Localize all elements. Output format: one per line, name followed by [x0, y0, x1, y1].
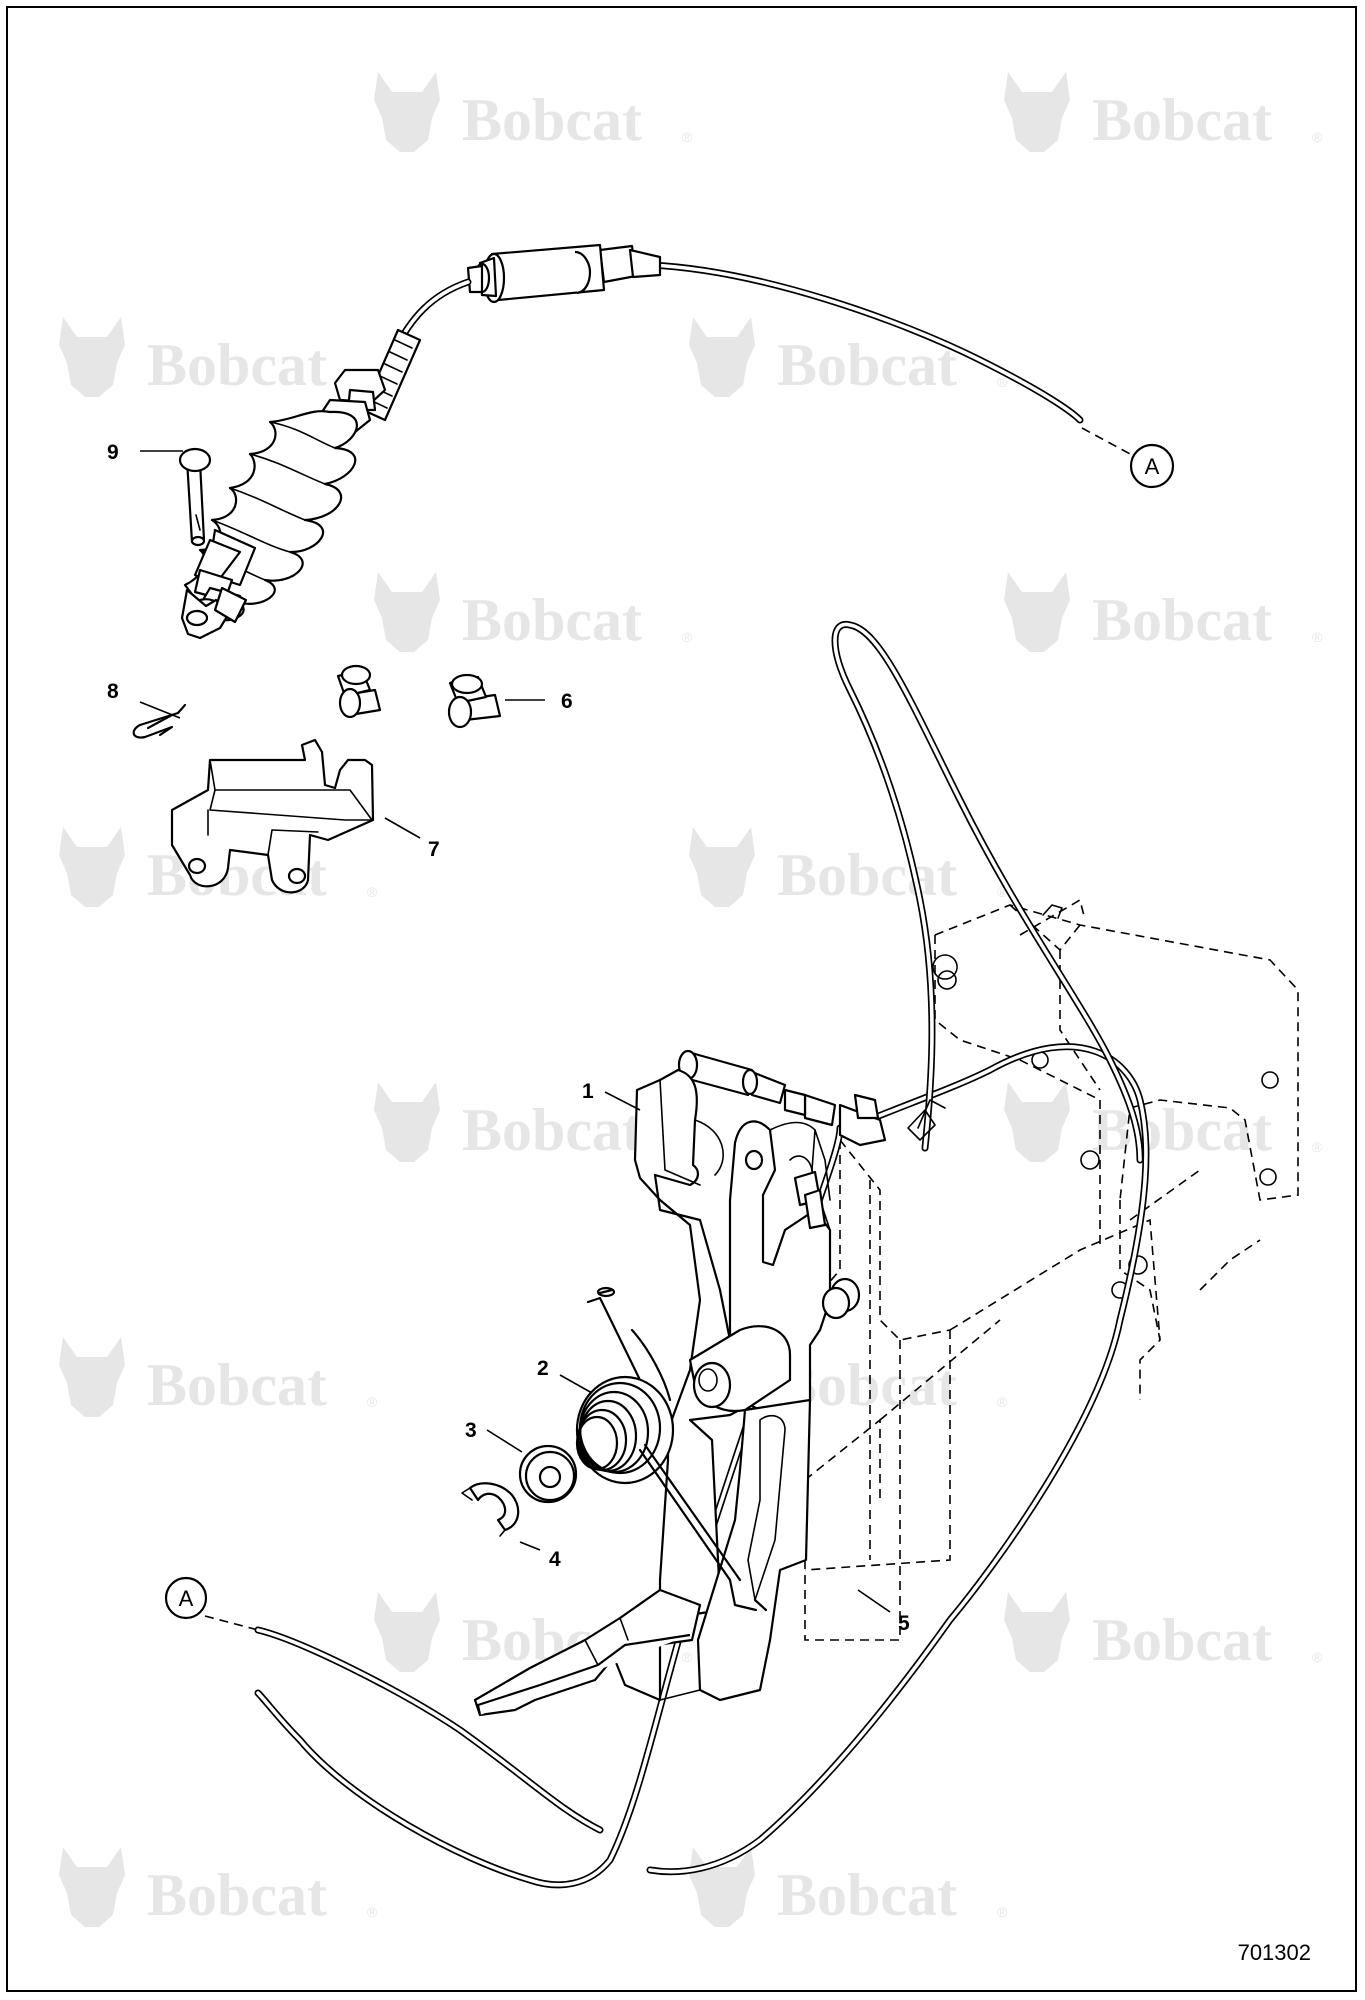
diagram-frame	[6, 6, 1357, 1992]
bobcat-watermark-text: Bobcat	[1092, 87, 1272, 153]
connector-label-a-top: A	[1145, 454, 1160, 479]
callout-3: 3	[465, 1419, 477, 1442]
bobcat-watermark: Bobcat ®	[374, 572, 693, 653]
bobcat-watermark: Bobcat ®	[1004, 72, 1323, 153]
bobcat-logo-icon	[1004, 572, 1070, 652]
callout-2: 2	[537, 1357, 549, 1380]
bobcat-watermark: Bobcat ®	[1004, 1082, 1323, 1163]
bobcat-watermark: Bobcat ®	[374, 72, 693, 153]
mounting-bracket-outline	[804, 898, 1299, 1641]
bobcat-watermark: Bobcat ®	[689, 317, 1008, 398]
bobcat-registered-mark: ®	[997, 374, 1008, 390]
pedal-arm-1	[473, 1068, 861, 1717]
bobcat-watermark: Bobcat ®	[59, 1847, 378, 1928]
bobcat-registered-mark: ®	[997, 1904, 1008, 1920]
callout-1: 1	[582, 1080, 594, 1103]
callout-labels: 1 2 3 4 5 6 7 8 9	[107, 441, 910, 1635]
bobcat-watermark-text: Bobcat	[1092, 1097, 1272, 1163]
bobcat-registered-mark: ®	[367, 1394, 378, 1410]
bobcat-registered-mark: ®	[1312, 629, 1323, 645]
bobcat-logo-icon	[374, 72, 440, 152]
bobcat-registered-mark: ®	[997, 884, 1008, 900]
flange-bolt-6a	[336, 664, 382, 719]
hairpin-clip-8	[132, 703, 187, 739]
bobcat-watermark: Bobcat ®	[1004, 572, 1323, 653]
bobcat-logo-icon	[1004, 1592, 1070, 1672]
bobcat-logo-icon	[1004, 1082, 1070, 1162]
bobcat-watermark-text: Bobcat	[1092, 1607, 1272, 1673]
flanged-bushing-3	[518, 1444, 578, 1504]
callout-8: 8	[107, 680, 119, 703]
bobcat-watermark: Bobcat ®	[1004, 1592, 1323, 1673]
bobcat-watermark-text: Bobcat	[147, 332, 327, 398]
bobcat-watermark: Bobcat ®	[689, 827, 1008, 908]
torsion-spring-2	[575, 1286, 768, 1612]
bobcat-watermark: Bobcat ®	[59, 1337, 378, 1418]
bobcat-registered-mark: ®	[1312, 129, 1323, 145]
bobcat-watermark-text: Bobcat	[777, 842, 957, 908]
bobcat-watermark: Bobcat ®	[689, 1847, 1008, 1928]
bobcat-logo-icon	[59, 1337, 125, 1417]
bobcat-watermark-text: Bobcat	[462, 87, 642, 153]
bobcat-registered-mark: ®	[682, 129, 693, 145]
bobcat-watermark-text: Bobcat	[1092, 587, 1272, 653]
clevis-pin-9	[178, 447, 212, 547]
bobcat-registered-mark: ®	[682, 1649, 693, 1665]
bobcat-logo-icon	[59, 317, 125, 397]
callout-4: 4	[549, 1548, 561, 1571]
bobcat-watermark: Bobcat®	[374, 1082, 693, 1163]
cable-end-to-a-bottom: A	[164, 1576, 604, 1834]
bobcat-logo-icon	[59, 827, 125, 907]
bobcat-watermark-text: Bobcat	[777, 1862, 957, 1928]
bobcat-registered-mark: ®	[367, 1904, 378, 1920]
bobcat-registered-mark: ®	[1312, 1649, 1323, 1665]
bobcat-watermark-text: Bobcat	[462, 587, 642, 653]
bobcat-logo-icon	[374, 572, 440, 652]
callout-5: 5	[898, 1612, 910, 1635]
throttle-cable-assembly: A	[180, 243, 1175, 640]
connector-label-a-bottom: A	[179, 1586, 194, 1611]
bobcat-watermark-text: Bobcat	[777, 332, 957, 398]
drawing-number: 701302	[1238, 1940, 1311, 1965]
bobcat-logo-icon	[1004, 72, 1070, 152]
bobcat-registered-mark: ®	[367, 884, 378, 900]
bobcat-logo-icon	[374, 1592, 440, 1672]
bobcat-registered-mark: ®	[682, 629, 693, 645]
bobcat-logo-icon	[374, 1082, 440, 1162]
e-clip-4	[461, 1482, 520, 1537]
callout-6: 6	[561, 690, 573, 713]
bobcat-watermark-text: Bobcat	[147, 1352, 327, 1418]
bobcat-logo-icon	[59, 1847, 125, 1927]
bobcat-registered-mark: ®	[997, 1394, 1008, 1410]
bobcat-logo-icon	[689, 317, 755, 397]
callout-7: 7	[428, 838, 440, 861]
bobcat-watermark-text: Bobcat	[462, 1097, 642, 1163]
flange-bolt-6b	[447, 673, 502, 729]
bobcat-watermark: Bobcat®	[59, 317, 378, 398]
bobcat-watermark-text: Bobcat	[147, 1862, 327, 1928]
callout-9: 9	[107, 441, 119, 464]
leader-lines	[139, 450, 891, 1613]
bobcat-logo-icon	[689, 827, 755, 907]
mounting-plate-7	[170, 738, 375, 894]
watermark-layer: Bobcat ® Bobcat ® Bobcat ® Bobcat ® Bobcat ® Bobca…	[59, 72, 1323, 1928]
bobcat-registered-mark: ®	[1312, 1139, 1323, 1155]
